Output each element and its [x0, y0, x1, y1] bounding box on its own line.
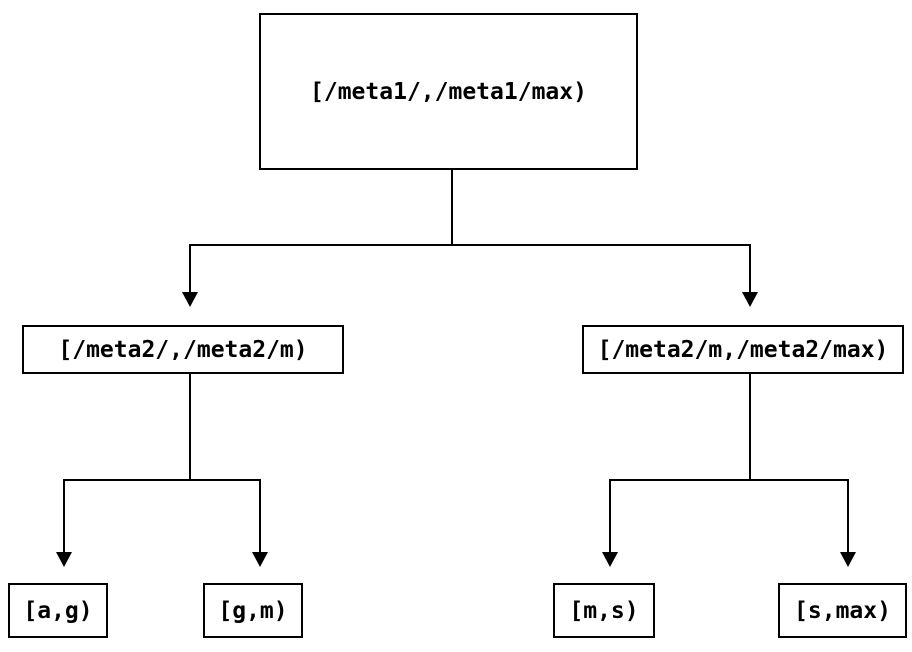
node-meta2-high-range: [/meta2/m,/meta2/max) [582, 325, 904, 374]
edge-meta2-low-to-leaves [56, 374, 268, 567]
edge-root-to-meta2-low-and-high [182, 170, 758, 307]
node-leaf-g-m: [g,m) [203, 583, 303, 638]
arrow-down-icon [840, 552, 856, 567]
node-label: [s,max) [794, 597, 891, 624]
arrow-down-icon [252, 552, 268, 567]
arrow-down-icon [182, 292, 198, 307]
edge-meta2-high-to-leaves [602, 374, 856, 567]
node-leaf-s-max: [s,max) [778, 583, 907, 638]
node-root-meta1-range: [/meta1/,/meta1/max) [259, 13, 638, 170]
node-label: [a,g) [23, 597, 93, 624]
node-label: [/meta2/m,/meta2/max) [597, 336, 889, 363]
node-label: [m,s) [569, 597, 639, 624]
arrow-down-icon [742, 292, 758, 307]
arrow-down-icon [56, 552, 72, 567]
node-meta2-low-range: [/meta2/,/meta2/m) [22, 325, 344, 374]
node-leaf-a-g: [a,g) [8, 583, 108, 638]
arrow-down-icon [602, 552, 618, 567]
node-label: [/meta1/,/meta1/max) [310, 78, 587, 105]
node-label: [/meta2/,/meta2/m) [58, 336, 308, 363]
node-leaf-m-s: [m,s) [553, 583, 655, 638]
node-label: [g,m) [218, 597, 288, 624]
